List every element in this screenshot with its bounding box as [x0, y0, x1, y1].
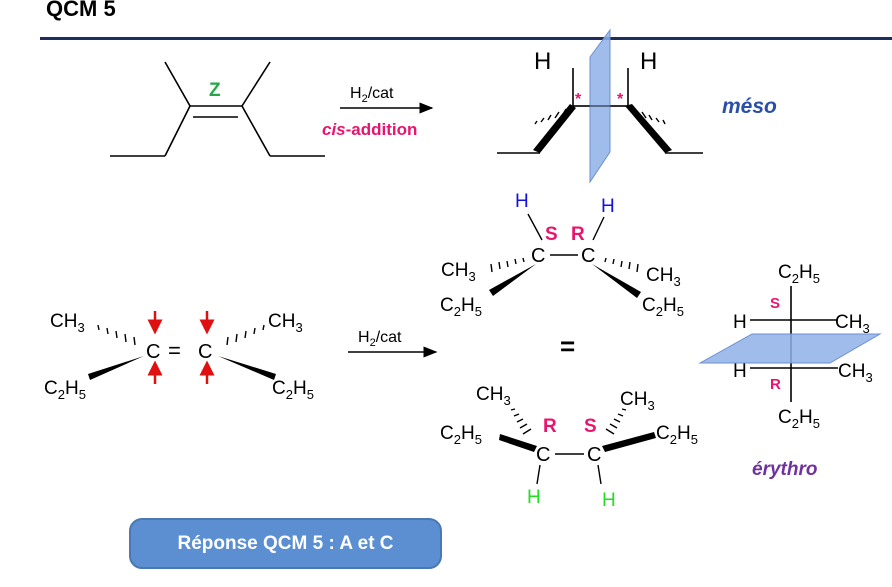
lower-s: S [584, 416, 597, 437]
upper-ch3-left: CH3 [441, 260, 476, 284]
left-c2h5-right: C2H5 [272, 378, 314, 402]
lower-product: CH3 CH3 C2H5 R S C2H5 C C H H [440, 384, 698, 511]
fischer-top: C2H5 [778, 262, 820, 286]
fischer-ch3-1: CH3 [835, 312, 870, 336]
left-c2h5-left: C2H5 [44, 378, 86, 402]
lower-h1: H [527, 487, 541, 508]
upper-product: H H S R CH3 C C CH3 C2H5 C2H5 [440, 191, 684, 319]
upper-c2h5-left: C2H5 [440, 295, 482, 319]
lower-ch3-right: CH3 [620, 389, 655, 413]
page-title: QCM 5 [46, 0, 116, 21]
z-alkene-skeleton [110, 61, 325, 157]
alkene-condensed: CH3 C = C CH3 C2H5 C2H5 [44, 311, 314, 402]
answer-button[interactable]: Réponse QCM 5 : A et C [129, 518, 442, 569]
upper-r: R [571, 224, 585, 245]
fischer-h1: H [733, 312, 747, 333]
upper-h2: H [601, 196, 615, 217]
upper-ch3-right: CH3 [646, 265, 681, 289]
title-underline [40, 37, 892, 40]
left-ch3-left: CH3 [50, 311, 85, 335]
star-left: * [575, 91, 582, 108]
fischer-s: S [770, 295, 780, 312]
top-h-left: H [534, 48, 551, 75]
lower-c2h5-left: C2H5 [440, 423, 482, 447]
lower-c2h5-right: C2H5 [656, 423, 698, 447]
upper-h1: H [515, 191, 529, 212]
meso-label: méso [722, 95, 777, 118]
upper-c2h5-right: C2H5 [642, 295, 684, 319]
symmetry-plane [589, 28, 611, 184]
erythro-label: érythro [752, 459, 817, 480]
left-c2: C [198, 341, 212, 363]
fischer-plane [698, 333, 882, 364]
upper-c2: C [581, 245, 595, 267]
top-h-right: H [640, 48, 657, 75]
fischer-r: R [770, 376, 781, 393]
upper-c1: C [531, 245, 545, 267]
fischer-projection: C2H5 S H CH3 H CH3 R C2H5 [698, 262, 882, 431]
lower-c2: C [587, 444, 601, 466]
lower-r: R [543, 416, 557, 437]
left-c1: C [146, 341, 160, 363]
middle-reagent: H2/cat [358, 329, 402, 349]
fischer-h2: H [733, 361, 747, 382]
z-label: Z [209, 80, 221, 101]
equals-sign: = [560, 331, 575, 361]
cis-addition-label: cis-addition [322, 120, 417, 139]
fischer-ch3-2: CH3 [838, 361, 873, 385]
meso-product: H H * * [497, 28, 703, 184]
upper-s: S [545, 224, 558, 245]
left-ch3-right: CH3 [268, 311, 303, 335]
lower-c1: C [536, 444, 550, 466]
fischer-bottom: C2H5 [778, 407, 820, 431]
top-reagent: H2/cat [350, 85, 394, 105]
lower-ch3-left: CH3 [476, 384, 511, 408]
left-double-bond: = [168, 338, 181, 363]
star-right: * [617, 91, 624, 108]
lower-h2: H [602, 490, 616, 511]
red-attack-arrows [147, 311, 215, 384]
